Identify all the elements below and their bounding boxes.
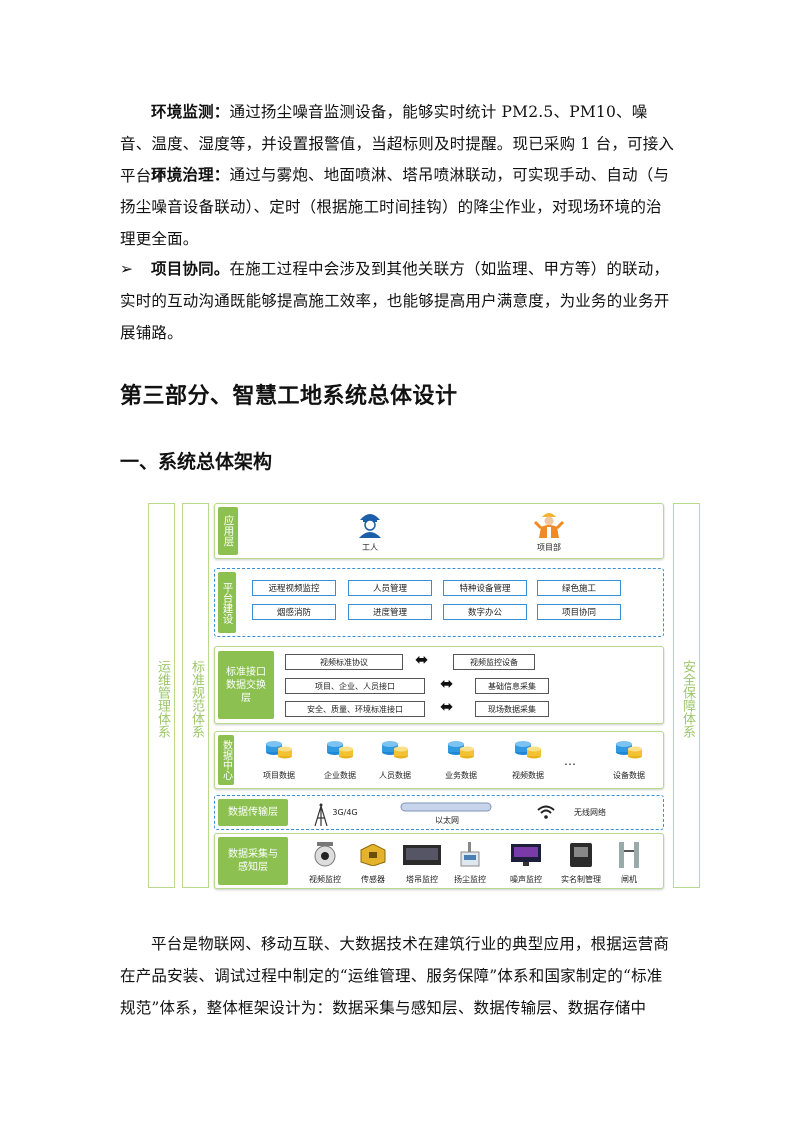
interface-right-2: 基础信息采集 (475, 678, 549, 694)
final-paragraph: 平台是物联网、移动互联、大数据技术在建筑行业的典型应用，根据运营商在产品安装、调… (120, 928, 675, 1024)
transport-layer-label: 数据传输层 (218, 799, 288, 826)
double-arrow-icon: ⬌ (415, 650, 429, 669)
ethernet-cable-icon (400, 802, 492, 812)
database-icon (266, 741, 292, 759)
data-center-caption: 设备数据 (613, 771, 645, 780)
database-icon (616, 741, 642, 759)
platform-item-collab: 项目协同 (537, 604, 621, 620)
transport-ethernet: 以太网 (435, 816, 459, 825)
sensing-caption-video: 视频监控 (309, 875, 341, 884)
wifi-icon (537, 805, 555, 819)
interface-left-1: 视频标准协议 (285, 654, 403, 670)
turnstile-icon (619, 842, 639, 868)
database-icon (327, 741, 353, 759)
platform-item-video: 远程视频监控 (252, 580, 336, 596)
data-center-caption: 项目数据 (263, 771, 295, 780)
transport-wireless: 无线网络 (574, 808, 606, 817)
section1-heading: 一、系统总体架构 (120, 451, 273, 473)
sensing-caption-noise: 噪声监控 (510, 875, 542, 884)
project-text: 在施工过程中会涉及到其他关联方（如监理、甲方等）的联动，实时的互动沟通既能够提高… (120, 260, 670, 342)
sensing-caption-sensor: 传感器 (361, 875, 385, 884)
interface-left-2: 项目、企业、人员接口 (285, 678, 425, 694)
env-govern-text: 通过与雾炮、地面喷淋、塔吊喷淋联动，可实现手动、自动（与扬尘噪音设备联动）、定时… (120, 166, 670, 248)
camera-icon (314, 842, 336, 867)
project-manager-caption: 项目部 (537, 543, 561, 552)
app-layer: 应用层 工人 项目部 (214, 503, 664, 559)
side-bar-ops-label: 运维管理体系 (155, 660, 170, 738)
worker-caption: 工人 (362, 543, 378, 552)
part3-heading: 第三部分、智慧工地系统总体设计 (120, 384, 458, 409)
transport-3g4g: 3G/4G (332, 808, 358, 817)
env-monitor-text: 通过扬尘噪音监测设备，能够实时统计 PM2.5、PM10、噪音、温度、湿度等，并… (120, 103, 675, 185)
cell-tower-icon (314, 803, 328, 826)
platform-item-fire: 烟感消防 (252, 604, 336, 620)
interface-left-3: 安全、质量、环境标准接口 (285, 701, 425, 717)
sensing-caption-dust: 扬尘监控 (454, 875, 486, 884)
interface-layer: 标准接口数据交换层 视频标准协议 ⬌ 视频监控设备 项目、企业、人员接口 ⬌ 基… (214, 646, 664, 724)
double-arrow-icon: ⬌ (440, 674, 454, 693)
env-govern-paragraph: 环境治理：通过与雾炮、地面喷淋、塔吊喷淋联动，可实现手动、自动（与扬尘噪音设备联… (120, 159, 675, 255)
env-monitor-paragraph: 环境监测：通过扬尘噪音监测设备，能够实时统计 PM2.5、PM10、噪音、温度、… (120, 96, 675, 192)
real-name-terminal-icon (570, 843, 592, 867)
env-govern-label: 环境治理： (151, 166, 230, 184)
project-manager-icon (533, 513, 565, 538)
architecture-diagram: 运维管理体系 标准规范体系 安全保障体系 应用层 工人 项目部 平台建设 远程视… (146, 500, 702, 892)
bullet-icon: ➢ (120, 260, 134, 278)
sensing-caption-gate: 闸机 (621, 875, 637, 884)
sensing-caption-realname: 实名制管理 (561, 875, 601, 884)
platform-layer-label: 平台建设 (218, 572, 236, 633)
interface-right-1: 视频监控设备 (453, 654, 535, 670)
interface-layer-label: 标准接口数据交换层 (218, 651, 274, 719)
data-ellipsis: … (564, 754, 576, 768)
crane-monitor-icon (403, 845, 441, 865)
data-center-caption: 业务数据 (445, 771, 477, 780)
dust-monitor-icon (460, 842, 480, 867)
platform-item-progress: 进度管理 (348, 604, 432, 620)
interface-right-3: 现场数据采集 (475, 701, 549, 717)
platform-item-office: 数字办公 (443, 604, 527, 620)
sensing-layer: 数据采集与感知层 (214, 833, 664, 889)
noise-monitor-icon (511, 844, 541, 866)
data-center-caption: 人员数据 (379, 771, 411, 780)
data-center-label: 数据中心 (218, 735, 234, 785)
data-center-caption: 企业数据 (324, 771, 356, 780)
database-icon (515, 741, 541, 759)
platform-item-personnel: 人员管理 (348, 580, 432, 596)
data-center-layer: 数据中心 项目数据 企业数据 人员数据 业务数据 视频数据 设备数据 … (214, 731, 664, 789)
platform-layer: 平台建设 远程视频监控 人员管理 特种设备管理 绿色施工 烟感消防 进度管理 数… (214, 568, 664, 637)
sensing-caption-crane: 塔吊监控 (406, 875, 438, 884)
transport-layer: 数据传输层 3G/4G 以太网 无线网络 (214, 795, 664, 830)
sensor-icon (360, 844, 386, 866)
side-bar-standard: 标准规范体系 (182, 503, 209, 888)
database-icon (382, 741, 408, 759)
worker-icon (359, 514, 381, 538)
side-bar-security-label: 安全保障体系 (680, 660, 695, 738)
double-arrow-icon: ⬌ (440, 697, 454, 716)
side-bar-standard-label: 标准规范体系 (189, 660, 204, 738)
sensing-layer-label: 数据采集与感知层 (218, 837, 288, 885)
platform-item-green: 绿色施工 (537, 580, 621, 596)
side-bar-security: 安全保障体系 (673, 503, 700, 888)
data-center-caption: 视频数据 (512, 771, 544, 780)
platform-item-special-equipment: 特种设备管理 (443, 580, 527, 596)
app-layer-label: 应用层 (218, 507, 238, 555)
final-text: 平台是物联网、移动互联、大数据技术在建筑行业的典型应用，根据运营商在产品安装、调… (120, 935, 670, 1017)
database-icon (448, 741, 474, 759)
project-label: 项目协同。 (151, 260, 230, 278)
env-monitor-label: 环境监测： (151, 103, 230, 121)
project-paragraph: ➢ 项目协同。在施工过程中会涉及到其他关联方（如监理、甲方等）的联动，实时的互动沟… (120, 253, 675, 349)
side-bar-ops: 运维管理体系 (148, 503, 175, 888)
